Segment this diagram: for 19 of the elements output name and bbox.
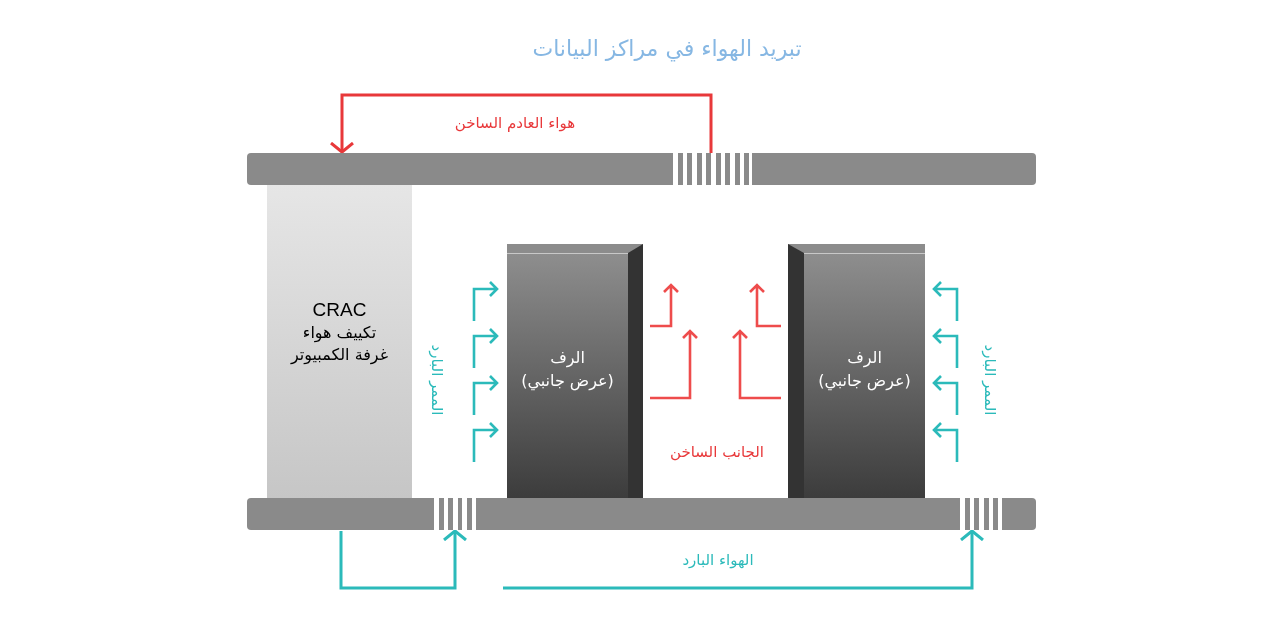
arrow: [329, 93, 713, 154]
unit-code: CRAC: [312, 297, 367, 322]
ceiling-bar: [247, 153, 1036, 185]
unit-name: تكييف هواء غرفة الكمبيوتر: [289, 321, 390, 366]
title: تبريد الهواء في مراكز البيانات: [532, 35, 802, 61]
aisle-label: الجانب الساخن: [670, 443, 764, 461]
aisle-label: الممر البارد: [428, 344, 446, 416]
arrow: [339, 529, 468, 590]
aisle-label: الممر البارد: [981, 344, 999, 416]
crac-unit: [267, 185, 412, 498]
rack-label: الرف (عرض جانبي): [521, 346, 614, 392]
vent-grille: [673, 153, 752, 185]
server-rack: [788, 244, 925, 498]
arrow: [503, 529, 985, 590]
server-rack: [507, 244, 643, 498]
vent-grille: [434, 498, 476, 530]
vent-grille: [960, 498, 1002, 530]
rack-label: الرف (عرض جانبي): [818, 346, 911, 392]
floor-bar: [247, 498, 1036, 530]
